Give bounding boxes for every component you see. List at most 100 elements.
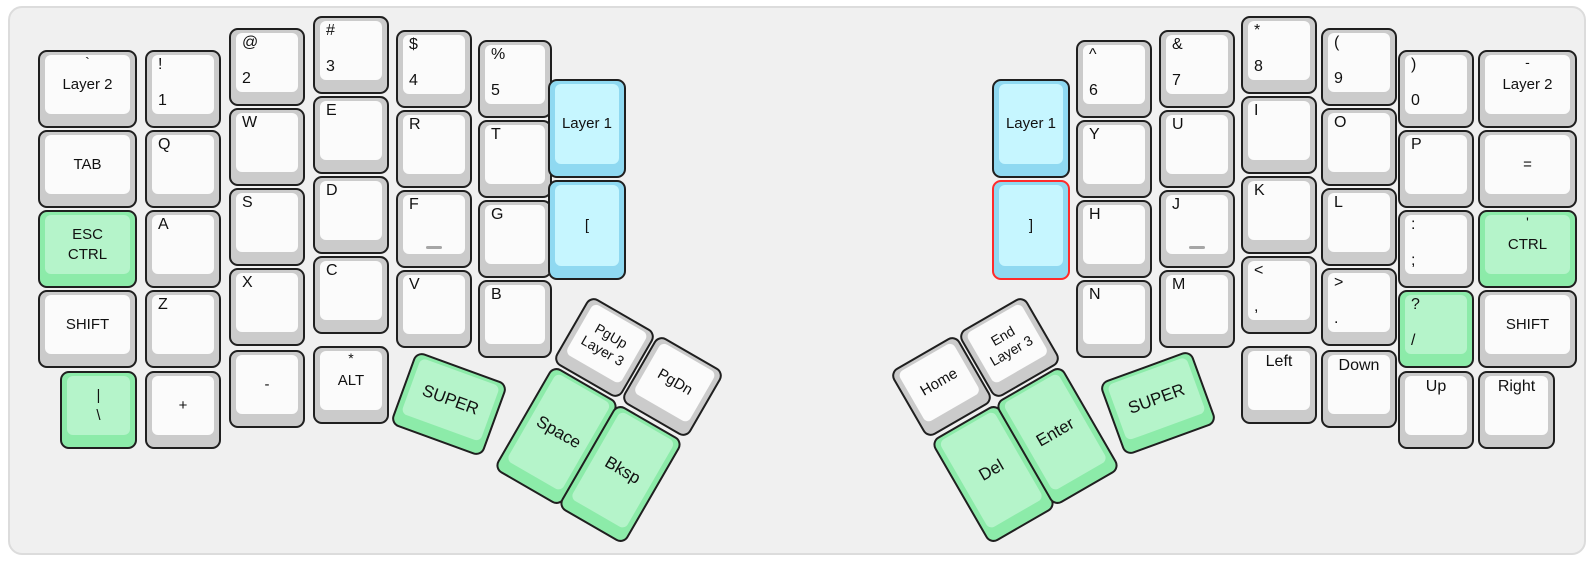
key-1[interactable]: !1 (145, 50, 221, 128)
keycap-top: (9 (1328, 33, 1390, 92)
key-super-right[interactable]: SUPER (1098, 349, 1218, 457)
key-pipe-backslash[interactable]: |\ (60, 371, 137, 449)
key-i[interactable]: I (1241, 96, 1317, 174)
key-8[interactable]: *8 (1241, 16, 1317, 94)
key-equals[interactable]: = (1478, 130, 1577, 208)
key-legend-primary: G (491, 206, 504, 223)
keycap-top: >. (1328, 273, 1390, 332)
key-f[interactable]: F (396, 190, 472, 268)
key-tab[interactable]: TAB (38, 130, 137, 208)
key-g[interactable]: G (478, 200, 552, 278)
key-k[interactable]: K (1241, 176, 1317, 254)
key-c[interactable]: C (313, 256, 389, 334)
key-h[interactable]: H (1076, 200, 1152, 278)
keycap-top: ^6 (1083, 45, 1145, 104)
key-legend-primary: Z (158, 296, 168, 313)
key-j[interactable]: J (1159, 190, 1235, 268)
key-quote-ctrl[interactable]: 'CTRL (1478, 210, 1577, 288)
keycap-top: *8 (1248, 21, 1310, 80)
key-0[interactable]: )0 (1398, 50, 1474, 128)
key-plus[interactable]: + (145, 371, 221, 449)
key-q[interactable]: Q (145, 130, 221, 208)
key-minus-left[interactable]: - (229, 350, 305, 428)
key-s[interactable]: S (229, 188, 305, 266)
key-v[interactable]: V (396, 270, 472, 348)
keycap-top: *ALT (320, 350, 382, 410)
key-9[interactable]: (9 (1321, 28, 1397, 106)
key-l[interactable]: L (1321, 188, 1397, 266)
keycap-top: SHIFT (45, 295, 130, 354)
key-shift-left[interactable]: SHIFT (38, 290, 137, 368)
key-lbracket[interactable]: [ (548, 180, 626, 280)
key-up-arrow[interactable]: Up (1398, 371, 1474, 449)
key-layer1-right[interactable]: Layer 1 (992, 79, 1070, 178)
key-shift-right[interactable]: SHIFT (1478, 290, 1577, 368)
keycap-top: #3 (320, 21, 382, 80)
key-legend-center: [ (584, 216, 590, 234)
key-legend-center: SHIFT (1505, 315, 1550, 333)
key-a[interactable]: A (145, 210, 221, 288)
key-legend-center: SUPER (419, 380, 482, 419)
key-question-slash[interactable]: ?/ (1398, 290, 1474, 368)
key-legend-secondary: ; (1411, 252, 1416, 269)
key-p[interactable]: P (1398, 130, 1474, 208)
key-legend-primary: L (1334, 194, 1343, 211)
key-legend-primary: ? (1411, 296, 1420, 313)
key-legend-primary: ^ (1089, 46, 1097, 63)
keycap-top: W (236, 113, 298, 172)
key-u[interactable]: U (1159, 110, 1235, 188)
key-layer1-left[interactable]: Layer 1 (548, 79, 626, 178)
key-w[interactable]: W (229, 108, 305, 186)
key-e[interactable]: E (313, 96, 389, 174)
key-4[interactable]: $4 (396, 30, 472, 108)
key-down-arrow[interactable]: Down (1321, 350, 1397, 428)
key-legend-primary: K (1254, 182, 1265, 199)
key-minus-layer2[interactable]: -Layer 2 (1478, 50, 1577, 128)
key-x[interactable]: X (229, 268, 305, 346)
keycap-top: `Layer 2 (45, 54, 130, 114)
key-z[interactable]: Z (145, 290, 221, 368)
key-legend-secondary: 2 (242, 70, 251, 87)
key-6[interactable]: ^6 (1076, 40, 1152, 118)
key-legend-secondary: 9 (1334, 70, 1343, 87)
key-n[interactable]: N (1076, 280, 1152, 358)
key-b[interactable]: B (478, 280, 552, 358)
key-m[interactable]: M (1159, 270, 1235, 348)
key-7[interactable]: &7 (1159, 30, 1235, 108)
keycap-top: N (1083, 285, 1145, 344)
key-right-arrow[interactable]: Right (1478, 371, 1555, 449)
key-legend-center: ALT (337, 371, 365, 389)
key-r[interactable]: R (396, 110, 472, 188)
keycap-top: - (236, 355, 298, 414)
keycap-top: Right (1485, 376, 1548, 435)
key-y[interactable]: Y (1076, 120, 1152, 198)
keycap-top: Layer 1 (999, 84, 1063, 164)
key-comma[interactable]: <, (1241, 256, 1317, 334)
key-semicolon[interactable]: :; (1398, 210, 1474, 288)
key-legend-primary: X (242, 274, 253, 291)
key-legend-primary: P (1411, 136, 1422, 153)
keycap-top: SHIFT (1485, 295, 1570, 354)
key-alt[interactable]: *ALT (313, 346, 389, 424)
key-legend-center: SUPER (1125, 379, 1188, 418)
key-legend-secondary: 4 (409, 72, 418, 89)
key-d[interactable]: D (313, 176, 389, 254)
key-legend-center: |\ (96, 386, 101, 424)
key-legend-primary: $ (409, 36, 418, 53)
keycap-top: J (1166, 195, 1228, 254)
key-left-arrow[interactable]: Left (1241, 346, 1317, 424)
key-3[interactable]: #3 (313, 16, 389, 94)
key-5[interactable]: %5 (478, 40, 552, 118)
key-legend-primary: ( (1334, 34, 1340, 51)
key-legend-primary: # (326, 22, 335, 39)
key-super-left[interactable]: SUPER (389, 350, 509, 458)
key-layer2-left[interactable]: `Layer 2 (38, 50, 137, 128)
key-2[interactable]: @2 (229, 28, 305, 106)
key-legend-primary: % (491, 46, 506, 63)
key-t[interactable]: T (478, 120, 552, 198)
key-period[interactable]: >. (1321, 268, 1397, 346)
key-o[interactable]: O (1321, 108, 1397, 186)
key-rbracket[interactable]: ] (992, 180, 1070, 280)
